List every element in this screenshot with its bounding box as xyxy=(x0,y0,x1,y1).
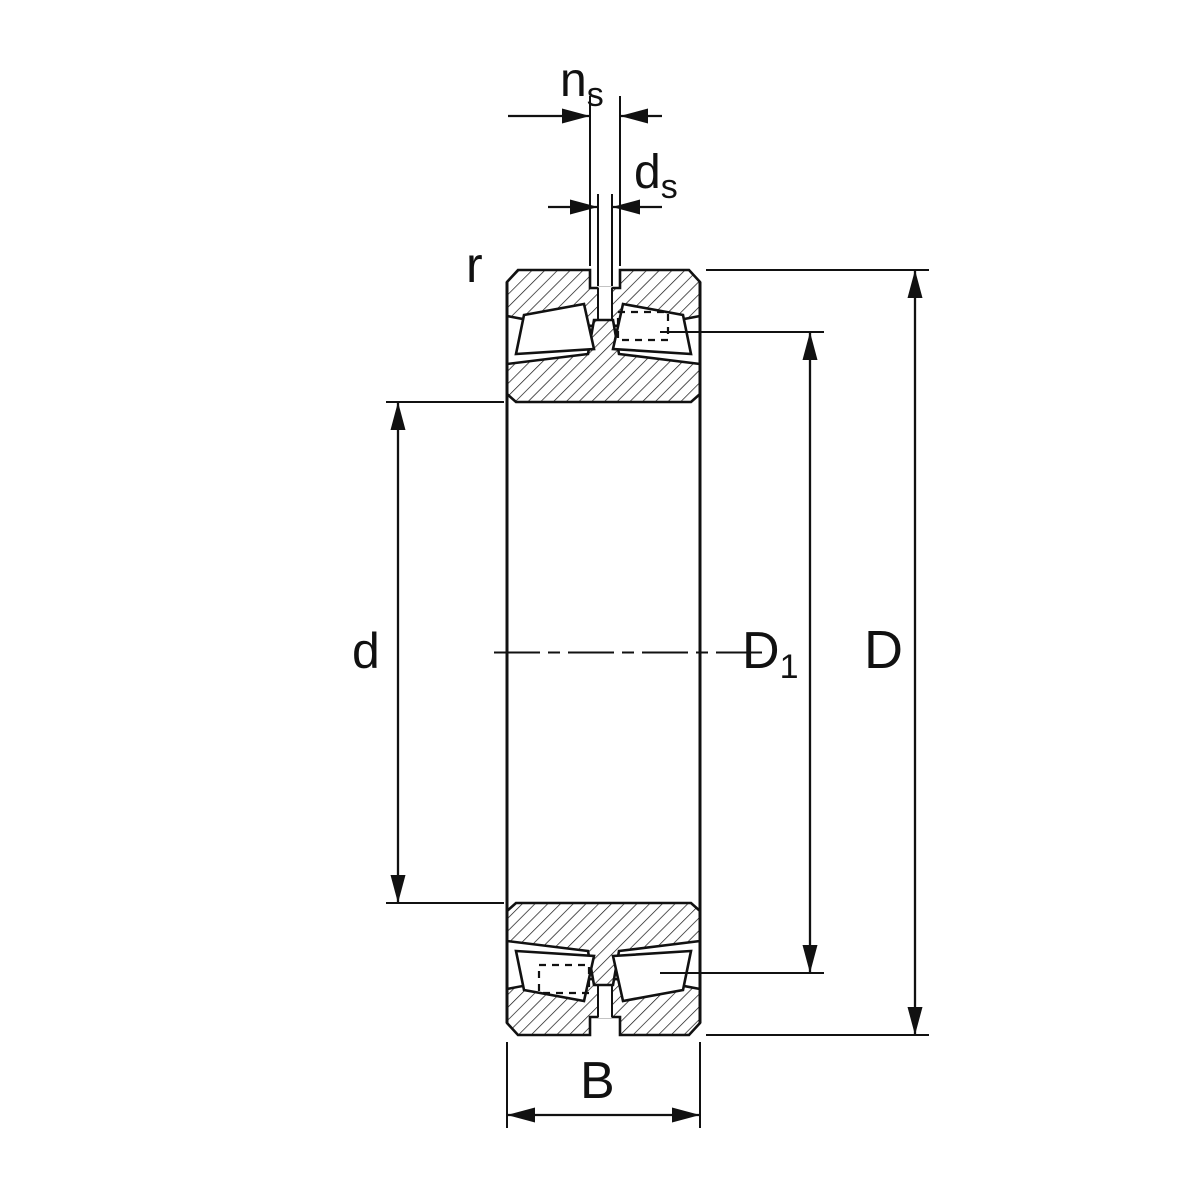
dimension-ns: ns xyxy=(508,54,662,266)
dimension-ds: ds xyxy=(548,146,678,286)
roller-bottom-right xyxy=(611,949,693,1003)
label-D: D xyxy=(864,620,903,680)
dimension-B: B xyxy=(506,1042,701,1128)
lubrication-hole-top-mask xyxy=(598,287,612,321)
dimension-D: D xyxy=(706,269,929,1036)
roller-top-left xyxy=(514,302,596,356)
dimension-d: d xyxy=(352,401,504,904)
arrowhead xyxy=(612,199,640,215)
arrowhead xyxy=(802,945,818,973)
label-r: r xyxy=(466,237,483,293)
label-ns: ns xyxy=(560,54,604,114)
arrowhead xyxy=(907,1007,923,1035)
roller-bottom-left xyxy=(514,949,596,1003)
arrowhead xyxy=(802,332,818,360)
label-d1: D1 xyxy=(742,622,798,686)
label-ds: ds xyxy=(634,146,678,206)
dimension-d1: D1 xyxy=(660,331,824,974)
arrowhead xyxy=(907,270,923,298)
arrowhead xyxy=(507,1107,535,1123)
arrowhead xyxy=(562,108,590,124)
bearing-cross-section xyxy=(494,268,764,1037)
arrowhead xyxy=(672,1107,700,1123)
label-B: B xyxy=(580,1052,615,1110)
arrowhead xyxy=(390,402,406,430)
arrowhead xyxy=(570,199,598,215)
arrowhead xyxy=(390,875,406,903)
lubrication-hole-bottom-mask xyxy=(598,984,612,1018)
label-d: d xyxy=(352,623,380,679)
arrowhead xyxy=(620,108,648,124)
